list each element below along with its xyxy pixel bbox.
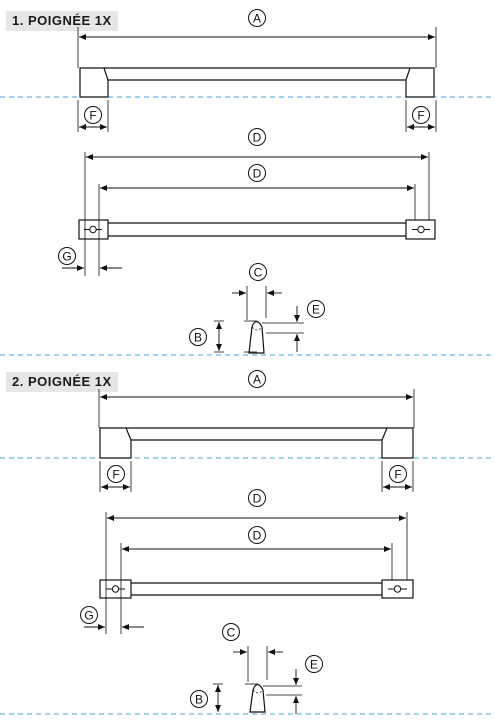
handle-top-view: [99, 579, 414, 599]
label-d: D: [253, 131, 262, 145]
label-b: B: [194, 331, 202, 345]
dimension-d-outer: D: [105, 489, 408, 634]
section-2-diagram: A F F: [80, 370, 415, 714]
label-circle-d: [248, 164, 266, 182]
dimension-a: A: [77, 9, 437, 68]
cross-section: C B E: [189, 263, 325, 354]
screw-hole: [417, 225, 425, 234]
label-c: C: [227, 626, 236, 640]
label-a: A: [253, 12, 261, 26]
label-circle-b: [190, 690, 208, 708]
dimension-d-inner: D: [120, 526, 393, 634]
label-circle-g: [80, 606, 98, 624]
label-g: G: [62, 250, 71, 264]
dimension-g: G: [58, 247, 122, 271]
label-circle-f: [412, 106, 430, 124]
label-g: G: [84, 609, 93, 623]
dimension-g: G: [80, 606, 144, 630]
section-1-title: 1. POIGNÉE 1X: [6, 11, 118, 31]
label-a: A: [253, 373, 261, 387]
cross-section: C B E: [190, 623, 323, 714]
label-d: D: [253, 529, 262, 543]
label-circle-f: [389, 465, 407, 483]
handle-side-view: [79, 67, 435, 98]
label-circle-d: [248, 128, 266, 146]
screw-hole: [89, 225, 97, 234]
dimension-f: F F: [77, 100, 437, 132]
section-1-diagram: A F F: [58, 9, 437, 354]
label-circle-c: [249, 263, 267, 281]
label-f: F: [394, 468, 401, 482]
dimension-d-outer: D: [84, 128, 430, 276]
label-c: C: [254, 266, 263, 280]
handle-side-view: [99, 427, 414, 459]
label-circle-d: [248, 526, 266, 544]
screw-hole: [111, 585, 120, 593]
label-circle-e: [305, 655, 323, 673]
label-circle-a: [248, 9, 266, 27]
label-circle-b: [189, 328, 207, 346]
label-circle-e: [307, 300, 325, 318]
label-d: D: [253, 167, 262, 181]
section-2-title: 2. POIGNÉE 1X: [6, 372, 118, 392]
label-b: B: [195, 693, 203, 707]
label-circle-a: [248, 370, 266, 388]
label-circle-g: [58, 247, 76, 265]
label-circle-f: [84, 106, 102, 124]
label-circle-d: [248, 489, 266, 507]
label-f: F: [417, 109, 424, 123]
label-f: F: [89, 109, 96, 123]
label-circle-c: [222, 623, 240, 641]
screw-hole: [393, 585, 402, 593]
separator-lines: [0, 96, 494, 715]
dimension-d-inner: D: [98, 164, 416, 276]
label-f: F: [112, 468, 119, 482]
dimension-f: F F: [99, 461, 414, 492]
handle-top-view: [78, 219, 436, 240]
label-circle-f: [107, 465, 125, 483]
label-e: E: [312, 303, 320, 317]
dimension-a: A: [98, 370, 415, 428]
label-e: E: [310, 658, 318, 672]
label-d: D: [253, 492, 262, 506]
